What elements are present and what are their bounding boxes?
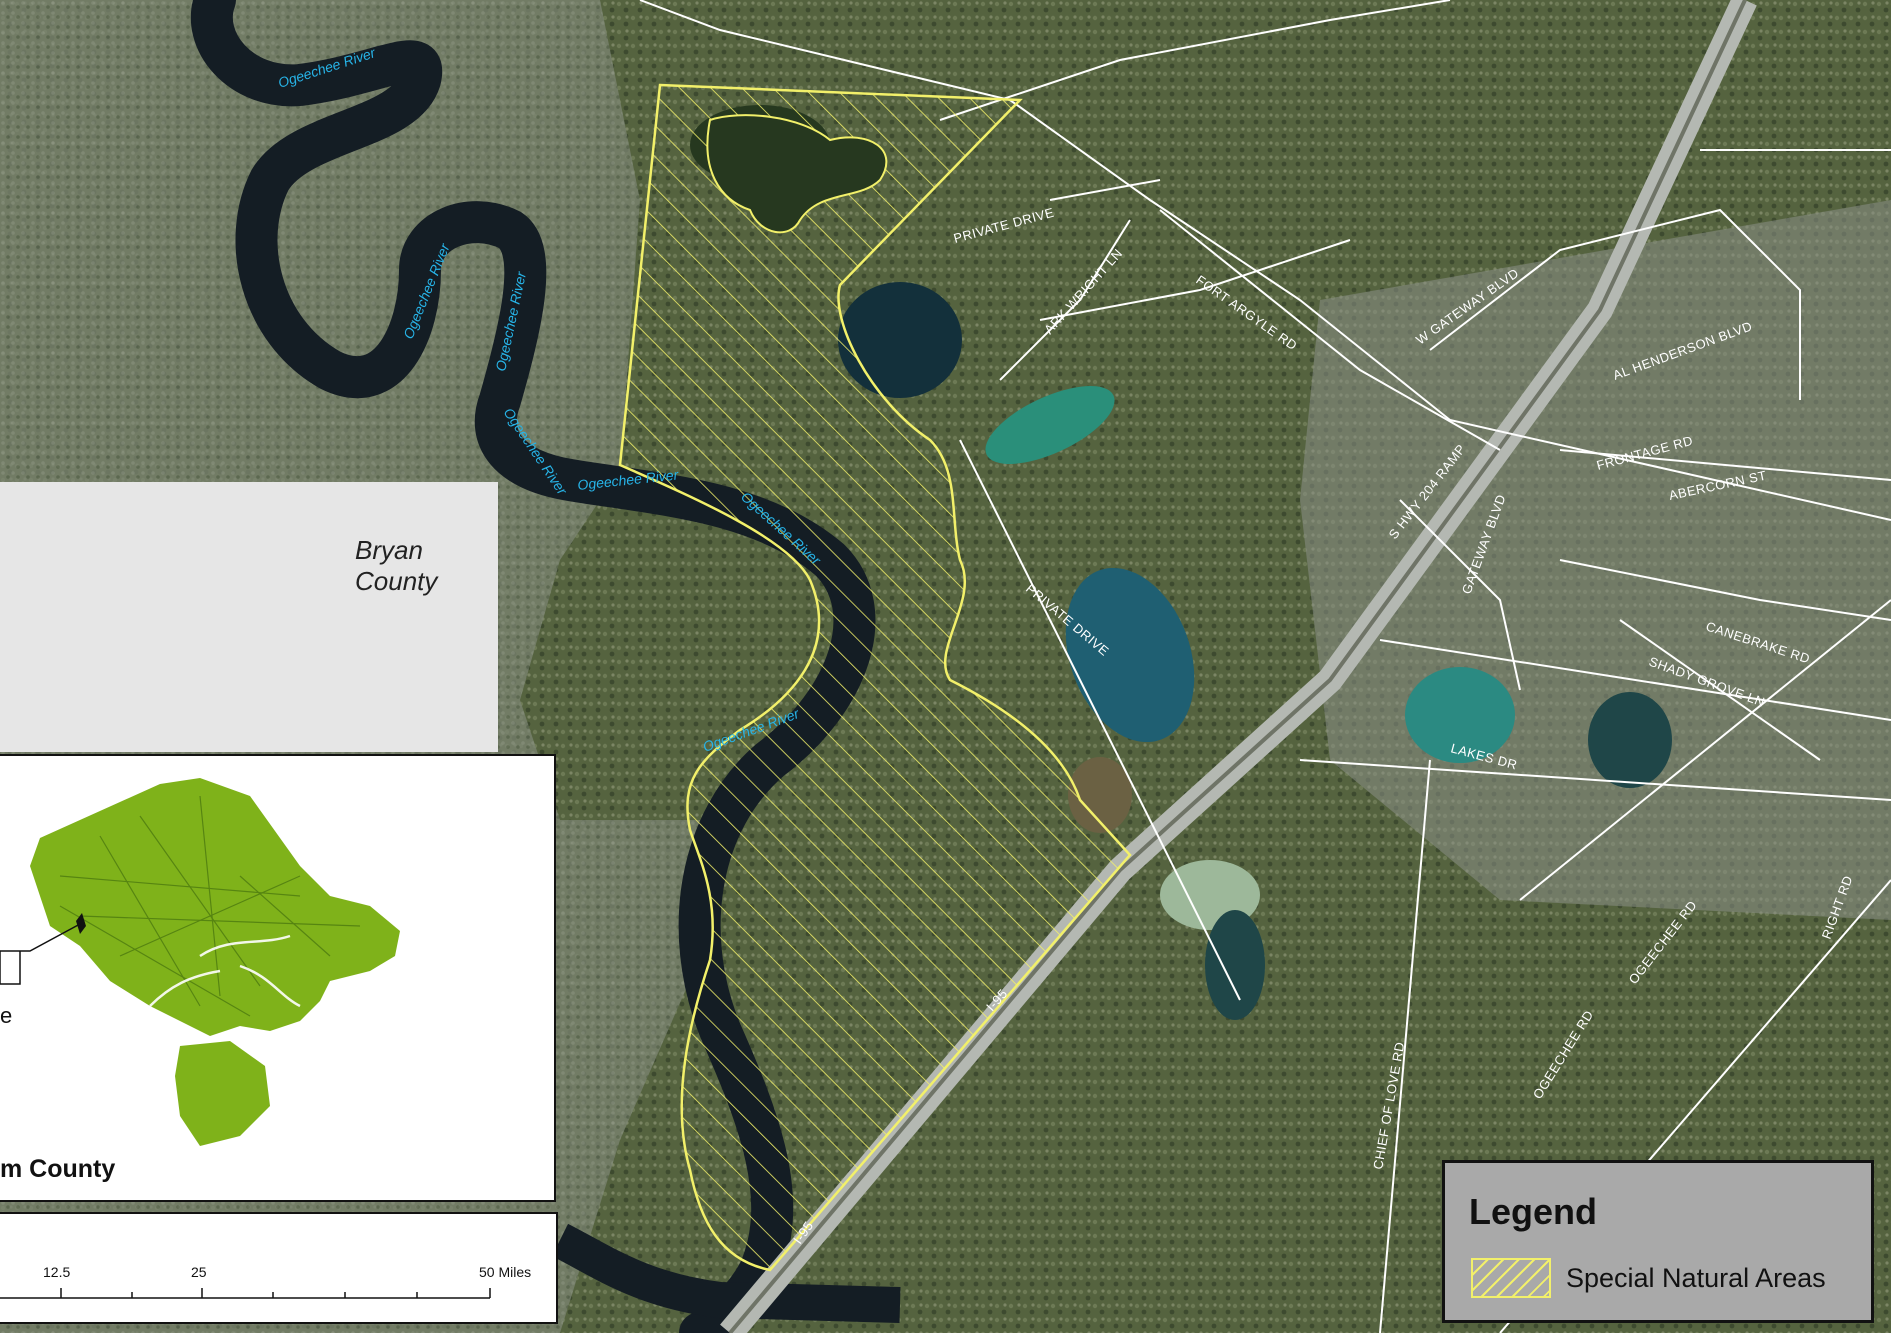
scale-bar	[0, 1212, 558, 1324]
pond-east	[985, 386, 1115, 464]
legend-item-label: Special Natural Areas	[1566, 1263, 1826, 1293]
river-lower	[551, 1223, 901, 1323]
lake-east-2	[1588, 692, 1672, 788]
road-network	[639, 0, 1891, 1333]
scale-tick-label: 50 Miles	[479, 1264, 532, 1280]
bryan-county-label: Bryan County	[355, 535, 438, 596]
legend: Legend Special Natural Areas	[1442, 1160, 1874, 1323]
bryan-county-area	[0, 482, 498, 752]
inset-county-shape	[0, 778, 400, 1146]
inset-locator-map	[0, 754, 556, 1202]
lake-north	[838, 282, 962, 398]
legend-title: Legend	[1469, 1191, 1598, 1232]
lake-private	[1065, 567, 1195, 743]
lake-south	[1205, 910, 1265, 1020]
scale-tick-label: 25	[191, 1264, 207, 1280]
lake-east-1	[1405, 667, 1515, 763]
scale-tick-label: 12.5	[43, 1264, 71, 1280]
inset-county-label: m County	[0, 1155, 116, 1183]
ogeechee-river	[190, 0, 876, 1333]
excluded-wetland	[706, 114, 888, 234]
special-natural-area[interactable]	[618, 83, 1132, 1272]
legend-hatch-swatch	[1471, 1258, 1551, 1298]
inset-callout-label: e	[0, 1003, 13, 1028]
i95-median	[728, 0, 1747, 1333]
